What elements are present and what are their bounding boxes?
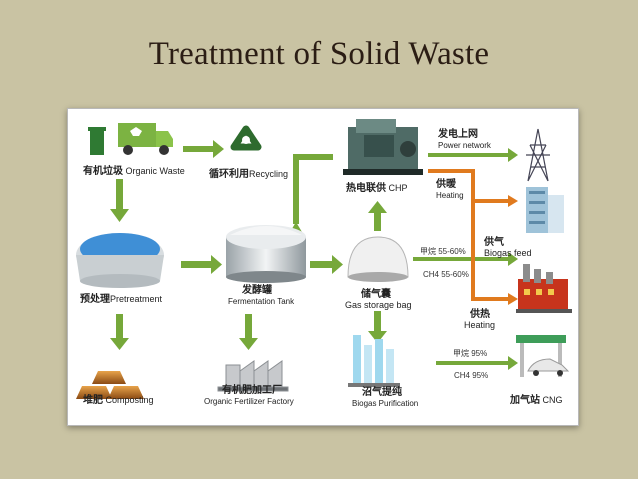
label-cng: 加气站 CNG: [510, 395, 563, 406]
arrow-purification-to-cng: [436, 356, 518, 370]
heating-bottom-en: Heating: [464, 320, 496, 330]
arrow-gasbag-to-chp: [368, 201, 387, 231]
arrow-waste-to-recycling: [183, 140, 224, 158]
label-ch4-55: CH4 55-60%: [423, 270, 469, 279]
arrow-pretreatment-to-fermentation: [181, 255, 222, 274]
fertilizer-factory-icon: [217, 360, 289, 392]
organic-waste-en: Organic Waste: [125, 166, 185, 176]
slide-title: Treatment of Solid Waste: [148, 36, 490, 72]
heating-building-icon: [526, 187, 564, 233]
pretreatment-cn: 预处理: [80, 294, 110, 305]
fermentation-tank-icon: [226, 225, 306, 283]
cng-station-icon: [516, 335, 570, 377]
pretreatment-pool-icon: [76, 233, 164, 288]
arrow-gasbag-to-biogas-feed: [413, 252, 518, 266]
arrow-pretreatment-to-composting: [110, 314, 129, 350]
arrow-fermentation-to-gasbag: [310, 255, 343, 274]
factory-icon: [516, 264, 572, 313]
cng-en: CNG: [542, 395, 563, 405]
label-methane-95: 甲烷 95%: [453, 349, 488, 358]
recycling-en: Recycling: [249, 169, 289, 179]
arrow-waste-to-pretreatment: [110, 179, 129, 222]
label-chp: 热电联供 CHP: [346, 183, 408, 194]
arrow-fermentation-to-fertilizer: [239, 314, 258, 350]
chp-cn: 热电联供: [346, 183, 386, 194]
label-recycling: 循环利用Recycling: [209, 169, 288, 180]
arrow-gasbag-to-purification: [368, 311, 387, 343]
purification-icon: [348, 335, 400, 387]
compost-icon: [76, 371, 144, 399]
power-network-en: Power network: [438, 141, 491, 150]
chp-engine-icon: [343, 119, 423, 175]
composting-cn: 堆肥: [83, 395, 103, 406]
label-composting: 堆肥 Composting: [83, 395, 154, 406]
biogas-feed-cn: 供气: [484, 237, 504, 248]
fertilizer-en: Organic Fertilizer Factory: [204, 397, 294, 406]
power-tower-icon: [526, 128, 550, 182]
label-methane-55: 甲烷 55-60%: [420, 247, 466, 256]
power-network-cn: 发电上网: [438, 129, 478, 140]
organic-waste-cn: 有机垃圾: [83, 166, 123, 177]
gas-bag-icon: [347, 236, 409, 282]
organic-waste-icon: [88, 123, 173, 155]
label-pretreatment: 预处理Pretreatment: [80, 294, 162, 305]
flow-diagram: [76, 119, 572, 399]
cng-cn: 加气站: [510, 395, 540, 406]
heating-top-en: Heating: [436, 191, 464, 200]
recycling-icon: [230, 125, 262, 151]
gas-bag-en: Gas storage bag: [345, 300, 412, 310]
biogas-feed-en: Biogas feed: [484, 248, 532, 258]
label-ch4-95: CH4 95%: [454, 371, 489, 380]
heating-top-cn: 供暖: [436, 179, 456, 190]
heating-bottom-cn: 供热: [470, 309, 490, 320]
gas-bag-cn: 储气囊: [361, 289, 391, 300]
arrow-heating-orange: [428, 169, 518, 305]
diagram-panel: 有机垃圾 Organic Waste 循环利用Recycling 热电联供 CH…: [67, 108, 579, 426]
purification-en: Biogas Purification: [352, 399, 419, 408]
arrow-fermentation-to-recycling: [290, 154, 333, 232]
purification-cn: 沼气提纯: [362, 387, 402, 398]
label-organic-waste: 有机垃圾 Organic Waste: [83, 166, 185, 177]
fermentation-cn: 发酵罐: [242, 285, 272, 296]
chp-en: CHP: [388, 183, 408, 193]
fertilizer-cn: 有机肥加工厂: [222, 385, 282, 396]
composting-en: Composting: [105, 395, 154, 405]
recycling-cn: 循环利用: [209, 169, 249, 180]
pretreatment-en: Pretreatment: [110, 294, 163, 304]
arrow-chp-to-power: [428, 148, 518, 162]
fermentation-en: Fermentation Tank: [228, 297, 295, 306]
